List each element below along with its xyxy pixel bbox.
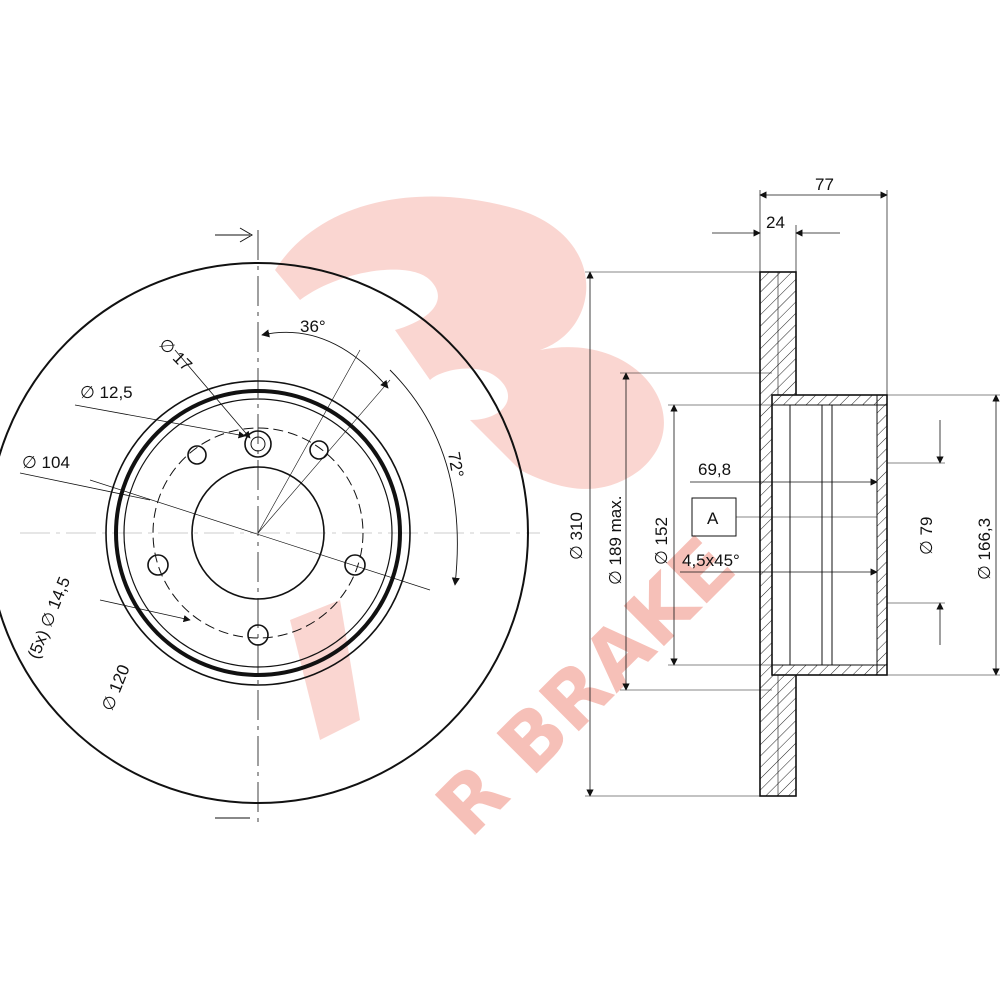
label-datum: A xyxy=(707,509,719,528)
bolt-hole-top-inner xyxy=(250,436,266,452)
angle-arc-72 xyxy=(389,369,460,586)
bolt-hole-1 xyxy=(187,445,207,465)
leader-thread xyxy=(74,404,246,439)
outer-disc xyxy=(0,262,529,804)
label-center-dia: ∅ 79 xyxy=(917,517,936,555)
label-hole-count-dia: (5x) ∅ 14,5 xyxy=(24,574,74,661)
label-thread-dia: ∅ 12,5 xyxy=(80,383,133,402)
center-bore xyxy=(191,466,325,600)
radial-line-2 xyxy=(257,379,391,534)
label-angle-72: 72° xyxy=(444,450,467,479)
label-pcd: ∅ 104 xyxy=(22,453,70,472)
bolt-hole-2 xyxy=(309,440,329,460)
side-view-labels: 77 24 ∅ 310 ∅ 189 max. ∅ 152 ∅ 79 ∅ 166,… xyxy=(567,175,994,585)
label-chamfer: 4,5x45° xyxy=(682,551,740,570)
leader-holes xyxy=(99,599,191,623)
leader-pcd xyxy=(19,472,151,501)
angle-arc-36 xyxy=(261,329,389,389)
ring-inner-b xyxy=(123,398,393,668)
watermark-text: R BRAKE xyxy=(420,521,753,854)
bolt-hole-3 xyxy=(147,554,169,576)
watermark: R BRAKE xyxy=(275,196,753,854)
label-bolt-hole-dia: ∅ 17 xyxy=(155,334,196,375)
label-hat-dia: ∅ 166,3 xyxy=(975,518,994,580)
label-ring-dia: ∅ 120 xyxy=(98,662,134,714)
diameter-line xyxy=(89,479,431,591)
radial-line-1 xyxy=(257,349,361,534)
ring-inner-a xyxy=(114,389,402,677)
bolt-hole-top xyxy=(244,430,272,458)
front-view xyxy=(0,227,540,825)
section-marker-top xyxy=(215,227,253,243)
leader-bolt-dia xyxy=(174,349,251,439)
hub-hat-section xyxy=(771,394,888,676)
label-total-height: 77 xyxy=(815,175,834,194)
watermark-r-logo xyxy=(275,196,664,489)
label-outer-dia: ∅ 310 xyxy=(567,512,586,560)
label-max-dia: ∅ 189 max. xyxy=(606,496,625,585)
bolt-hole-5 xyxy=(247,624,269,646)
label-angle-36: 36° xyxy=(300,317,326,336)
label-disc-thickness: 24 xyxy=(766,213,785,232)
hub-hat-hatch-face xyxy=(876,394,888,676)
bolt-hole-4 xyxy=(344,554,366,576)
ring-outer xyxy=(105,380,411,686)
side-view xyxy=(585,190,1000,797)
hub-pcd xyxy=(152,427,364,639)
hub-hat-hatch-bottom xyxy=(771,664,888,676)
label-depth: 69,8 xyxy=(698,460,731,479)
hub-hat-hatch-top xyxy=(771,394,888,406)
label-hub-dia: ∅ 152 xyxy=(652,517,671,565)
